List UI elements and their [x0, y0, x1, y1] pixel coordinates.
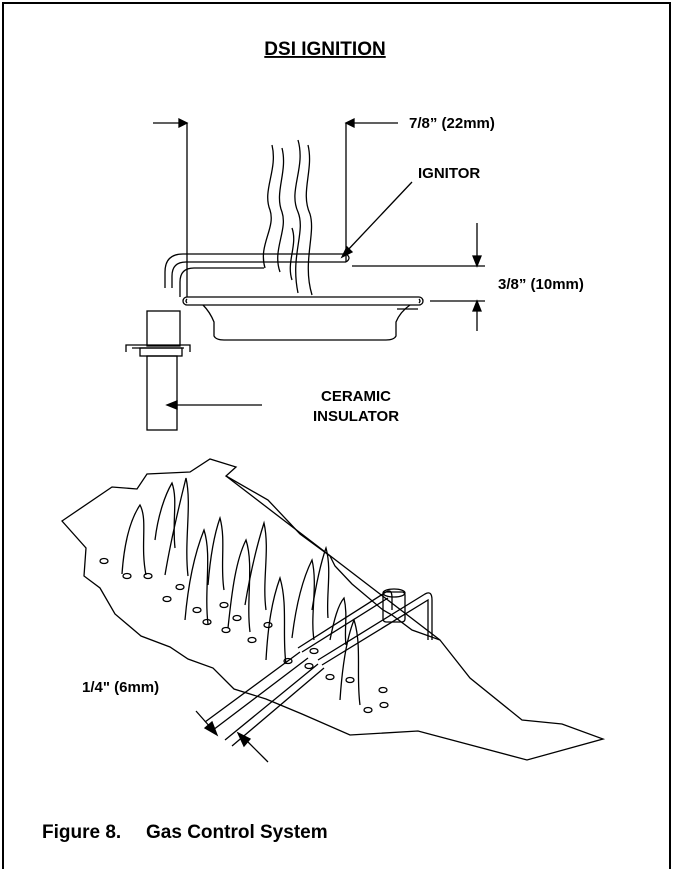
flame-leaf — [291, 558, 315, 641]
dsi-ignitor-assembly — [125, 117, 485, 431]
lower-arrow-bottom-head — [236, 731, 252, 748]
flame-3 — [294, 139, 301, 294]
flame-1 — [262, 144, 274, 269]
lower-ignitor-rod-4 — [321, 598, 429, 666]
label-gap-top: 7/8” (22mm) — [409, 115, 495, 132]
flame-leaf — [207, 515, 225, 591]
burner-port — [143, 572, 153, 580]
diagram-title: DSI IGNITION — [264, 39, 385, 60]
burner-tube — [182, 296, 424, 306]
burner-port — [122, 572, 132, 580]
ignitor-rod-inner — [171, 261, 346, 288]
burner-port — [345, 676, 355, 684]
burner-tube-end-right — [418, 298, 421, 304]
flame-leaf — [339, 618, 361, 706]
burner-assembly-perspective — [61, 458, 606, 763]
ignitor-rod-second — [179, 267, 264, 297]
burner-port — [325, 673, 335, 681]
ignitor-leader-arrowhead — [340, 245, 354, 259]
label-ceramic-line2: INSULATOR — [313, 408, 399, 425]
burner-port — [304, 662, 314, 670]
lower-rod-line-d — [231, 667, 325, 747]
lower-arrow-bottom-shaft — [245, 739, 269, 763]
burner-plate — [61, 458, 606, 761]
lower-ignitor-cap — [382, 588, 406, 598]
label-ignitor: IGNITOR — [418, 165, 480, 182]
flame-leaf — [311, 545, 330, 619]
flame-leaf — [164, 477, 189, 577]
ceramic-insulator — [146, 355, 178, 431]
burner-port — [192, 606, 202, 614]
lower-ignitor-body — [382, 591, 406, 623]
ceramic-leader-arrowhead — [165, 400, 178, 410]
burner-port — [219, 601, 229, 609]
left-dimension-arrowhead — [178, 117, 189, 129]
right-dimension-arrowhead — [344, 117, 355, 129]
flame-4 — [305, 144, 313, 296]
label-gap-side: 3/8” (10mm) — [498, 276, 584, 293]
flame-leaf — [121, 503, 147, 576]
ignitor-leader-line — [345, 181, 413, 253]
burner-pan — [202, 304, 411, 341]
flame-2 — [277, 147, 285, 273]
figure-title: Gas Control System — [146, 822, 328, 843]
flame-leaf — [329, 596, 347, 646]
burner-port — [232, 614, 242, 622]
burner-port — [283, 657, 293, 665]
burner-port — [247, 636, 257, 644]
label-gap-bottom: 1/4" (6mm) — [82, 679, 159, 696]
lower-rod-line-b — [212, 657, 309, 731]
burner-port — [263, 621, 273, 629]
ceramic-collar — [139, 347, 183, 357]
flame-leaf — [227, 538, 251, 633]
lower-arrow-top-head — [203, 720, 219, 737]
side-arrow-top-head — [472, 255, 482, 268]
mount-flange — [125, 344, 191, 352]
flame-leaf — [244, 520, 267, 611]
flame-leaf — [265, 575, 287, 665]
burner-ridge-line — [225, 475, 441, 641]
lower-rod-line-c — [224, 663, 319, 741]
flame-leaf — [184, 528, 209, 625]
burner-port — [378, 686, 388, 694]
label-ceramic-line1: CERAMIC — [321, 388, 391, 405]
burner-port — [221, 626, 231, 634]
burner-tube-end-left — [185, 298, 188, 304]
lower-ignitor-rod-2 — [301, 597, 389, 653]
burner-port — [99, 557, 109, 565]
burner-port — [309, 647, 319, 655]
lower-ignitor-rod-3 — [317, 592, 433, 661]
ignitor-body — [146, 310, 181, 347]
figure-caption: Figure 8. Gas Control System — [42, 822, 328, 844]
burner-port — [162, 595, 172, 603]
figure-number: Figure 8. — [42, 822, 122, 843]
side-arrow-bottom-head — [472, 299, 482, 312]
burner-port — [363, 706, 373, 714]
lower-rod-line-a — [204, 651, 301, 723]
burner-port — [175, 583, 185, 591]
ignitor-rod-outer — [164, 253, 346, 288]
burner-port — [379, 701, 389, 709]
